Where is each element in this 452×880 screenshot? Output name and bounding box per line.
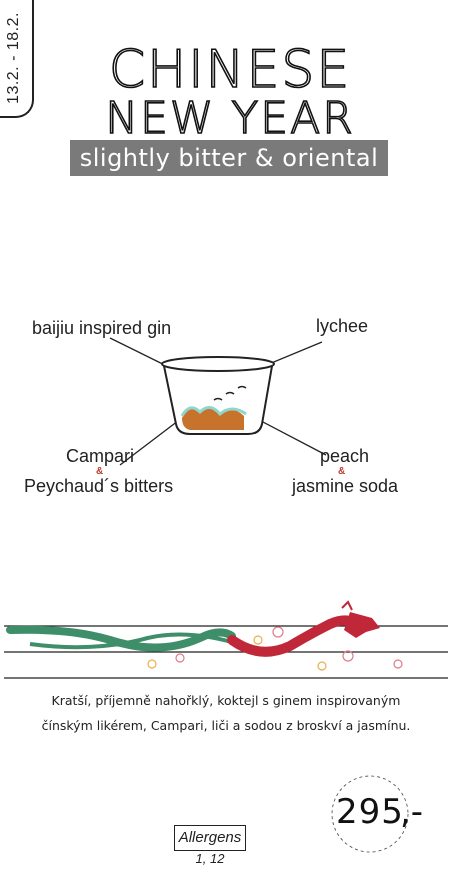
date-tab: [0, 0, 34, 118]
price-suffix: ,-: [400, 792, 424, 832]
description-line-1: Kratší, příjemně nahořklý, koktejl s gin…: [51, 693, 401, 708]
title-line-1: CHINESE: [108, 39, 352, 101]
allergens-label: Allergens: [174, 825, 246, 851]
drink-fill: [182, 407, 244, 430]
bubble-icon: [225, 391, 235, 395]
ingredient-gin: baijiu inspired gin: [32, 318, 172, 338]
description: Kratší, příjemně nahořklý, koktejl s gin…: [20, 688, 432, 738]
drink-foam: [180, 406, 247, 417]
ingredient-soda: jasmine soda: [292, 476, 399, 496]
bubble-icon: [213, 397, 223, 401]
description-line-2: čínským likérem, Campari, liči a sodou z…: [41, 718, 411, 733]
ingredient-peach: peach: [320, 446, 370, 466]
subtitle: slightly bitter & oriental: [70, 140, 388, 176]
firework-icon: [175, 626, 403, 669]
firework-icon: [147, 635, 327, 671]
ingredient-campari: Campari: [66, 446, 135, 466]
allergens-values: 1, 12: [195, 851, 225, 866]
ampersand-right: &: [338, 466, 346, 477]
date-range: 13.2. - 18.2.: [5, 12, 22, 104]
glass-rim: [161, 356, 275, 372]
dragon-body-icon: [227, 615, 357, 657]
price-seal-icon: [331, 775, 409, 853]
ampersand-left: &: [96, 466, 104, 477]
ingredient-bitters: Peychaud´s bitters: [24, 476, 174, 496]
dragon-head-icon: [344, 612, 380, 638]
dragon-horn-icon: [341, 600, 353, 611]
title-line-2: NEW YEAR: [104, 93, 355, 145]
bubble-icon: [237, 385, 247, 389]
dragon-body-stripe: [29, 632, 233, 650]
cocktail-glass-illustration: [109, 337, 327, 466]
dragon-tail-icon: [6, 625, 236, 652]
dragon-decoration: [4, 600, 448, 679]
ingredient-lychee: lychee: [316, 316, 369, 336]
price: 295: [336, 792, 404, 832]
